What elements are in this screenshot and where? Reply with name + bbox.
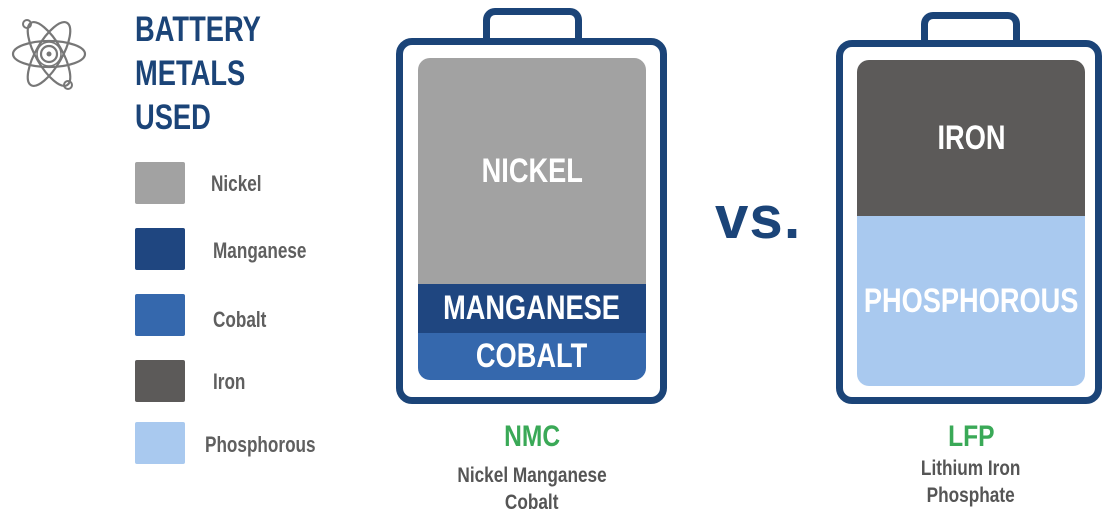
battery-nmc-name: NMC (452, 420, 612, 454)
battery-lfp-subtitle-line-2: Phosphate (926, 484, 1016, 507)
battery-nmc-subtitle-line-1: Nickel Manganese (457, 464, 607, 487)
title-line-3: USED (135, 98, 211, 137)
legend-swatch-phosphorous (135, 422, 185, 464)
legend-label-iron: Iron (213, 369, 246, 394)
battery-nmc-subtitle: Nickel Manganese Cobalt (422, 462, 642, 516)
segment-phosphorous-label: PHOSPHOROUS (863, 281, 1079, 320)
battery-nmc-name-text: NMC (503, 420, 561, 453)
atom-icon (8, 12, 90, 96)
battery-nmc-fill: NICKEL MANGANESE COBALT (418, 58, 646, 380)
page-title: BATTERY METALS USED (135, 8, 261, 140)
legend-label-cobalt: Cobalt (213, 307, 267, 332)
legend-label-nickel: Nickel (211, 171, 262, 196)
legend-swatch-iron (135, 360, 185, 402)
segment-nickel-label: NICKEL (481, 151, 583, 190)
battery-lfp-subtitle-line-1: Lithium Iron (921, 457, 1021, 480)
segment-cobalt: COBALT (418, 333, 646, 380)
segment-iron: IRON (857, 60, 1085, 216)
battery-lfp-name: LFP (891, 420, 1051, 454)
segment-manganese-label: MANGANESE (443, 289, 621, 327)
battery-lfp-name-text: LFP (947, 420, 995, 453)
segment-manganese: MANGANESE (418, 284, 646, 333)
title-line-1: BATTERY (135, 10, 261, 49)
segment-cobalt-label: COBALT (476, 337, 588, 375)
segment-nickel: NICKEL (418, 58, 646, 284)
title-line-2: METALS (135, 54, 246, 93)
segment-iron-label: IRON (937, 118, 1005, 157)
legend-swatch-manganese (135, 228, 185, 270)
legend-label-manganese: Manganese (213, 238, 307, 263)
legend-swatch-cobalt (135, 294, 185, 336)
legend-swatch-nickel (135, 162, 185, 204)
battery-lfp-subtitle: Lithium Iron Phosphate (861, 455, 1081, 509)
segment-phosphorous: PHOSPHOROUS (857, 216, 1085, 386)
vs-label: vs. (715, 184, 802, 251)
battery-lfp-fill: IRON PHOSPHOROUS (857, 60, 1085, 386)
legend-label-phosphorous: Phosphorous (205, 432, 316, 457)
battery-nmc-subtitle-line-2: Cobalt (505, 491, 559, 514)
